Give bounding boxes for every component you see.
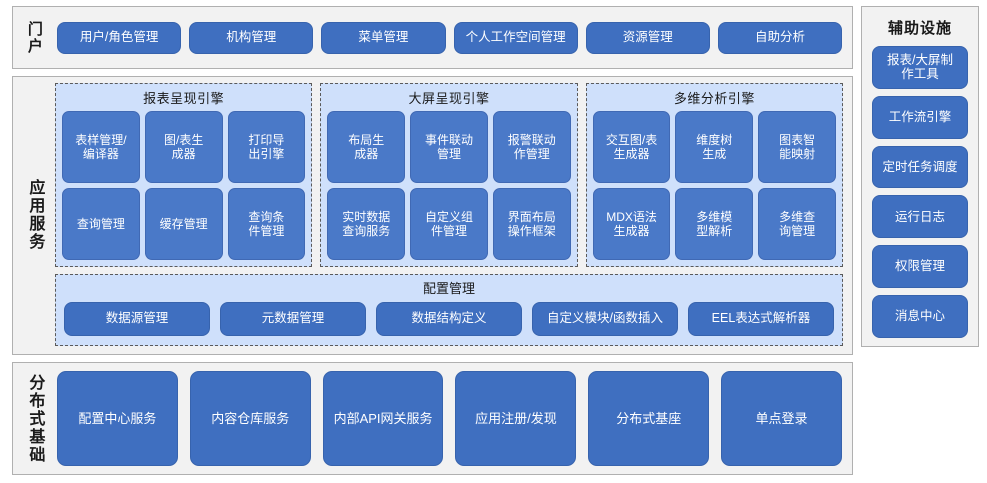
portal-button-self-service[interactable]: 自助分析 (717, 21, 843, 54)
engine-title-olap: 多维分析引擎 (673, 91, 755, 106)
dist-button-distributed-base[interactable]: 分布式基座 (588, 371, 710, 466)
config-item-datasource[interactable]: 数据源管理 (64, 301, 210, 336)
bigscreen-item-layout-generator[interactable]: 布局生 成器 (327, 111, 406, 183)
report-item-print-export[interactable]: 打印导 出引擎 (227, 111, 306, 183)
dist-button-sso[interactable]: 单点登录 (721, 371, 842, 466)
portal-button-user-role[interactable]: 用户/角色管理 (57, 21, 182, 54)
engine-grid-olap: 交互图/表 生成器 维度树 生成 图表智 能映射 MDX语法 生成器 多维模 型… (592, 111, 836, 260)
portal-button-workspace[interactable]: 个人工作空间管理 (453, 21, 578, 54)
bigscreen-item-layout-framework[interactable]: 界面布局 操作框架 (492, 188, 571, 260)
aux-button-task-scheduler[interactable]: 定时任务调度 (872, 145, 968, 189)
portal-section: 门户 用户/角色管理 机构管理 菜单管理 个人工作空间管理 资源管理 自助分析 (12, 6, 853, 69)
portal-button-menu[interactable]: 菜单管理 (321, 21, 446, 54)
report-item-cache-management[interactable]: 缓存管理 (144, 188, 223, 260)
config-management-button-row: 数据源管理 元数据管理 数据结构定义 自定义模块/函数插入 EEL表达式解析器 (64, 300, 834, 337)
auxiliary-facilities-section: 辅助设施 报表/大屏制 作工具 工作流引擎 定时任务调度 运行日志 权限管理 消… (861, 6, 979, 347)
aux-button-permission[interactable]: 权限管理 (872, 245, 968, 289)
olap-item-interactive-chart[interactable]: 交互图/表 生成器 (592, 111, 671, 183)
config-item-metadata[interactable]: 元数据管理 (220, 301, 366, 336)
olap-item-model-parsing[interactable]: 多维模 型解析 (675, 188, 754, 260)
distributed-foundation-section: 分布式基础 配置中心服务 内容仓库服务 内部API网关服务 应用注册/发现 分布… (12, 362, 853, 475)
report-item-query-condition[interactable]: 查询条 件管理 (227, 188, 306, 260)
dist-button-content-repo[interactable]: 内容仓库服务 (189, 371, 311, 466)
aux-button-message-center[interactable]: 消息中心 (872, 295, 968, 338)
config-management-title: 配置管理 (422, 281, 475, 296)
aux-button-runtime-log[interactable]: 运行日志 (872, 195, 968, 239)
engine-grid-bigscreen: 布局生 成器 事件联动 管理 报警联动 作管理 实时数据 查询服务 自定义组 件… (327, 111, 571, 260)
portal-section-label: 门户 (25, 20, 43, 55)
dist-button-app-registry[interactable]: 应用注册/发现 (455, 371, 577, 466)
olap-item-query-management[interactable]: 多维查 询管理 (758, 188, 836, 260)
report-item-chart-generator[interactable]: 图/表生 成器 (144, 111, 223, 183)
distributed-foundation-label: 分布式基础 (26, 373, 44, 464)
engine-row: 报表呈现引擎 表样管理/ 编译器 图/表生 成器 打印导 出引擎 查询管理 缓存… (55, 83, 843, 267)
aux-button-authoring-tool[interactable]: 报表/大屏制 作工具 (872, 46, 968, 89)
portal-button-row: 用户/角色管理 机构管理 菜单管理 个人工作空间管理 资源管理 自助分析 (51, 21, 843, 54)
olap-item-dimension-tree[interactable]: 维度树 生成 (675, 111, 754, 183)
engine-group-report: 报表呈现引擎 表样管理/ 编译器 图/表生 成器 打印导 出引擎 查询管理 缓存… (55, 83, 313, 267)
aux-button-workflow-engine[interactable]: 工作流引擎 (872, 95, 968, 139)
portal-button-org[interactable]: 机构管理 (189, 21, 314, 54)
olap-item-chart-mapping[interactable]: 图表智 能映射 (758, 111, 836, 183)
dist-button-api-gateway[interactable]: 内部API网关服务 (322, 371, 444, 466)
engine-group-bigscreen: 大屏呈现引擎 布局生 成器 事件联动 管理 报警联动 作管理 实时数据 查询服务… (320, 83, 578, 267)
left-column: 门户 用户/角色管理 机构管理 菜单管理 个人工作空间管理 资源管理 自助分析 … (12, 6, 853, 475)
report-item-query-management[interactable]: 查询管理 (62, 188, 140, 260)
application-services-body: 报表呈现引擎 表样管理/ 编译器 图/表生 成器 打印导 出引擎 查询管理 缓存… (51, 83, 843, 346)
dist-button-config-center[interactable]: 配置中心服务 (57, 371, 178, 466)
olap-item-mdx-generator[interactable]: MDX语法 生成器 (592, 188, 671, 260)
engine-title-report: 报表呈现引擎 (143, 91, 225, 106)
engine-grid-report: 表样管理/ 编译器 图/表生 成器 打印导 出引擎 查询管理 缓存管理 查询条 … (62, 111, 306, 260)
config-management-group: 配置管理 数据源管理 元数据管理 数据结构定义 自定义模块/函数插入 EEL表达… (55, 274, 843, 346)
application-services-label: 应用服务 (26, 178, 44, 251)
config-item-custom-module[interactable]: 自定义模块/函数插入 (532, 301, 678, 336)
engine-group-olap: 多维分析引擎 交互图/表 生成器 维度树 生成 图表智 能映射 MDX语法 生成… (585, 83, 843, 267)
application-services-section: 应用服务 报表呈现引擎 表样管理/ 编译器 图/表生 成器 打印导 出引擎 查询… (12, 76, 853, 355)
config-item-eel-parser[interactable]: EEL表达式解析器 (688, 301, 834, 336)
bigscreen-item-realtime-query[interactable]: 实时数据 查询服务 (327, 188, 406, 260)
bigscreen-item-alarm-action[interactable]: 报警联动 作管理 (492, 111, 571, 183)
engine-title-bigscreen: 大屏呈现引擎 (408, 91, 490, 106)
config-item-data-structure[interactable]: 数据结构定义 (376, 301, 522, 336)
bigscreen-item-custom-component[interactable]: 自定义组 件管理 (410, 188, 488, 260)
bigscreen-item-event-linkage[interactable]: 事件联动 管理 (410, 111, 488, 183)
portal-button-resource[interactable]: 资源管理 (585, 21, 710, 54)
distributed-foundation-button-row: 配置中心服务 内容仓库服务 内部API网关服务 应用注册/发现 分布式基座 单点… (51, 371, 842, 466)
auxiliary-facilities-title: 辅助设施 (887, 20, 952, 37)
auxiliary-facilities-button-column: 报表/大屏制 作工具 工作流引擎 定时任务调度 运行日志 权限管理 消息中心 (872, 46, 968, 338)
report-item-template-editor[interactable]: 表样管理/ 编译器 (62, 111, 140, 183)
